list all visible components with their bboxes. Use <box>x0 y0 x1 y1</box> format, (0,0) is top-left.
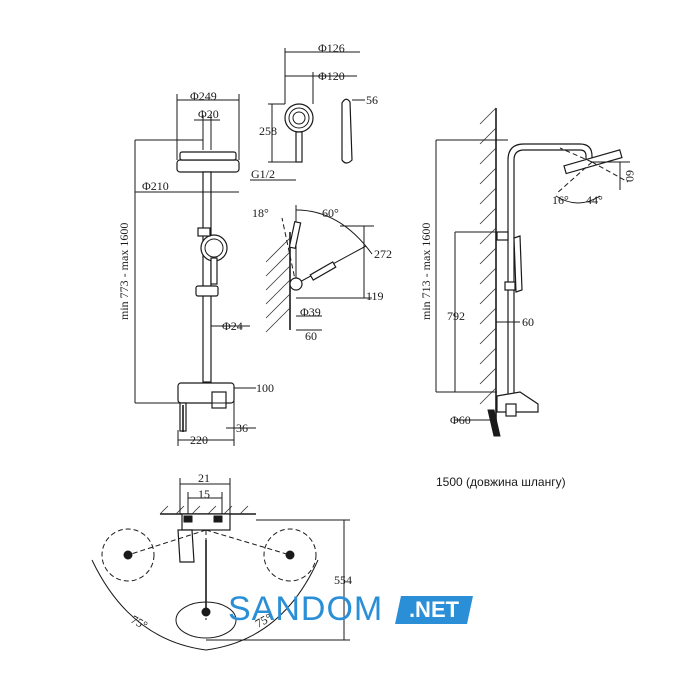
label-top-width: 21 <box>198 471 210 485</box>
side-mixer <box>496 391 539 413</box>
hand-shower-grip <box>295 131 303 163</box>
label-holder-height: 119 <box>366 289 384 303</box>
watermark-suffix: .NET <box>408 597 460 622</box>
side-hose-connector <box>487 409 501 437</box>
label-swivel-depth: 554 <box>334 573 352 587</box>
top-view <box>91 478 350 651</box>
label-height-range-right: min 713 - max 1600 <box>419 223 433 320</box>
label-angle-up: 44° <box>586 193 603 207</box>
label-pipe-diameter: Φ24 <box>222 319 243 333</box>
label-hand-length: 258 <box>259 124 277 138</box>
swivel-circle-right <box>263 528 317 582</box>
rain-shower-head <box>176 159 240 173</box>
label-wall-distance: 60 <box>522 315 534 329</box>
label-hand-depth: 56 <box>366 93 378 107</box>
riser-pipe <box>202 171 212 383</box>
top-inlet-right <box>213 515 223 523</box>
label-hand-outer: Φ126 <box>318 41 345 55</box>
label-head-stem: Φ20 <box>198 107 219 121</box>
label-mixer-width: 220 <box>190 433 208 447</box>
side-mixer-lever <box>505 403 517 417</box>
rain-shower-head-cap <box>179 151 237 161</box>
side-holder <box>496 231 509 241</box>
label-angle-down: 16° <box>552 193 569 207</box>
front-view <box>134 94 256 446</box>
holder-handset-upright <box>288 220 302 250</box>
label-hand-thread: G1/2 <box>251 167 275 181</box>
side-view <box>435 107 630 437</box>
label-hose-length: 1500 (довжина шлангу) <box>436 475 566 489</box>
hand-shower-handle <box>210 257 218 285</box>
slider-holder <box>195 285 219 297</box>
label-head-inner: Φ210 <box>142 179 169 193</box>
hand-shower-side <box>341 98 353 164</box>
holder-handset-tilted <box>309 261 337 281</box>
holder-detail <box>265 205 374 333</box>
top-lever <box>177 529 195 563</box>
label-top-inner: 15 <box>198 487 210 501</box>
label-mixer-offset: 36 <box>236 421 248 435</box>
label-hand-inner: Φ120 <box>318 69 345 83</box>
label-head-diameter: Φ249 <box>190 89 217 103</box>
label-holder-angle-right: 60° <box>322 206 339 220</box>
hand-shower-detail <box>250 48 365 181</box>
label-holder-depth: 60 <box>305 329 317 343</box>
label-mixer-height: 100 <box>256 381 274 395</box>
swivel-circle-left <box>101 528 155 582</box>
side-handset <box>513 235 523 293</box>
side-slider <box>504 281 516 291</box>
slider-top <box>197 227 211 237</box>
label-head-tilt: 60 <box>623 170 637 182</box>
mixer-lever <box>211 391 227 409</box>
watermark-suffix-badge: .NET <box>395 596 473 624</box>
watermark-brand: SANDOM <box>228 590 384 628</box>
label-height-range-left: min 773 - max 1600 <box>117 223 131 320</box>
label-holder-diameter: Φ39 <box>300 305 321 319</box>
label-outlet-height: 792 <box>447 309 465 323</box>
label-holder-reach: 272 <box>374 247 392 261</box>
label-holder-angle-left: 18° <box>252 206 269 220</box>
label-connector-diameter: Φ60 <box>450 413 471 427</box>
holder-pivot <box>289 277 303 291</box>
top-inlet-left <box>183 515 193 523</box>
